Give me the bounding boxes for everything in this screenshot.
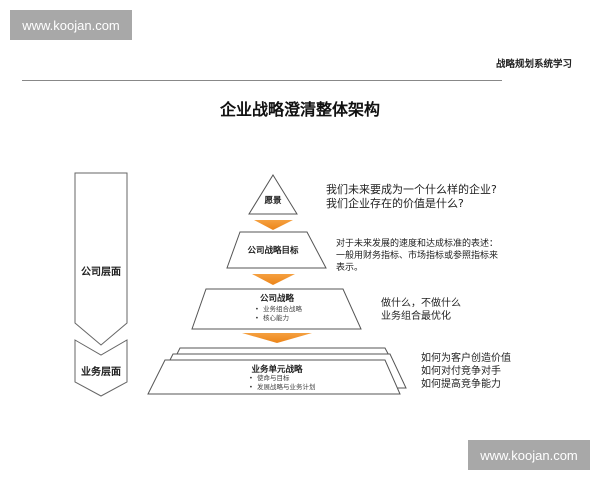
down-arrow-icon (242, 333, 312, 343)
vision-description: 我们未来要成为一个什么样的企业? 我们企业存在的价值是什么? (326, 183, 497, 210)
bullet-item: • 使命与目标 (249, 374, 290, 382)
goals-description: 对于未来发展的速度和达成标准的表述： 一般用财务指标、市场指标或参照指标来 表示… (336, 239, 499, 273)
corporate-description: 做什么，不做什么 业务组合最优化 (381, 298, 461, 322)
bullet-item: • 核心能力 (255, 314, 289, 322)
company-level-arrow (74, 172, 128, 346)
tier-business-unit-title: 业务单元战略 (251, 365, 303, 375)
down-arrow-icon (252, 274, 295, 285)
watermark-top-left: www.koojan.com (10, 10, 132, 40)
header-divider (22, 80, 502, 81)
tier-goals-title: 公司战略目标 (247, 246, 299, 256)
business-unit-description: 如何为客户创造价值 如何对付竞争对手 如何提高竞争能力 (421, 353, 511, 390)
business-unit-strategy-trapezoid (147, 359, 401, 395)
business-level-arrow (74, 339, 128, 397)
watermark-bottom-right: www.koojan.com (468, 440, 590, 470)
company-level-label: 公司层面 (81, 267, 121, 278)
strategic-goals-trapezoid (226, 231, 327, 269)
bullet-item: • 发展战略与业务计划 (249, 383, 316, 391)
corporate-strategy-trapezoid (191, 288, 362, 330)
tier-vision-title: 愿景 (264, 196, 282, 206)
business-unit-bullets: • 使命与目标 • 发展战略与业务计划 (249, 374, 315, 392)
diagram-title: 企业战略澄清整体架构 (219, 100, 380, 119)
corporate-bullets: • 业务组合战略 • 核心能力 (255, 305, 302, 323)
tier-corporate-title: 公司战略 (259, 294, 294, 304)
vision-triangle (248, 174, 298, 215)
business-level-label: 业务层面 (81, 367, 121, 378)
bullet-item: • 业务组合战略 (255, 305, 302, 313)
series-title: 战略规划系统学习 (495, 59, 572, 70)
down-arrow-icon (254, 220, 293, 230)
